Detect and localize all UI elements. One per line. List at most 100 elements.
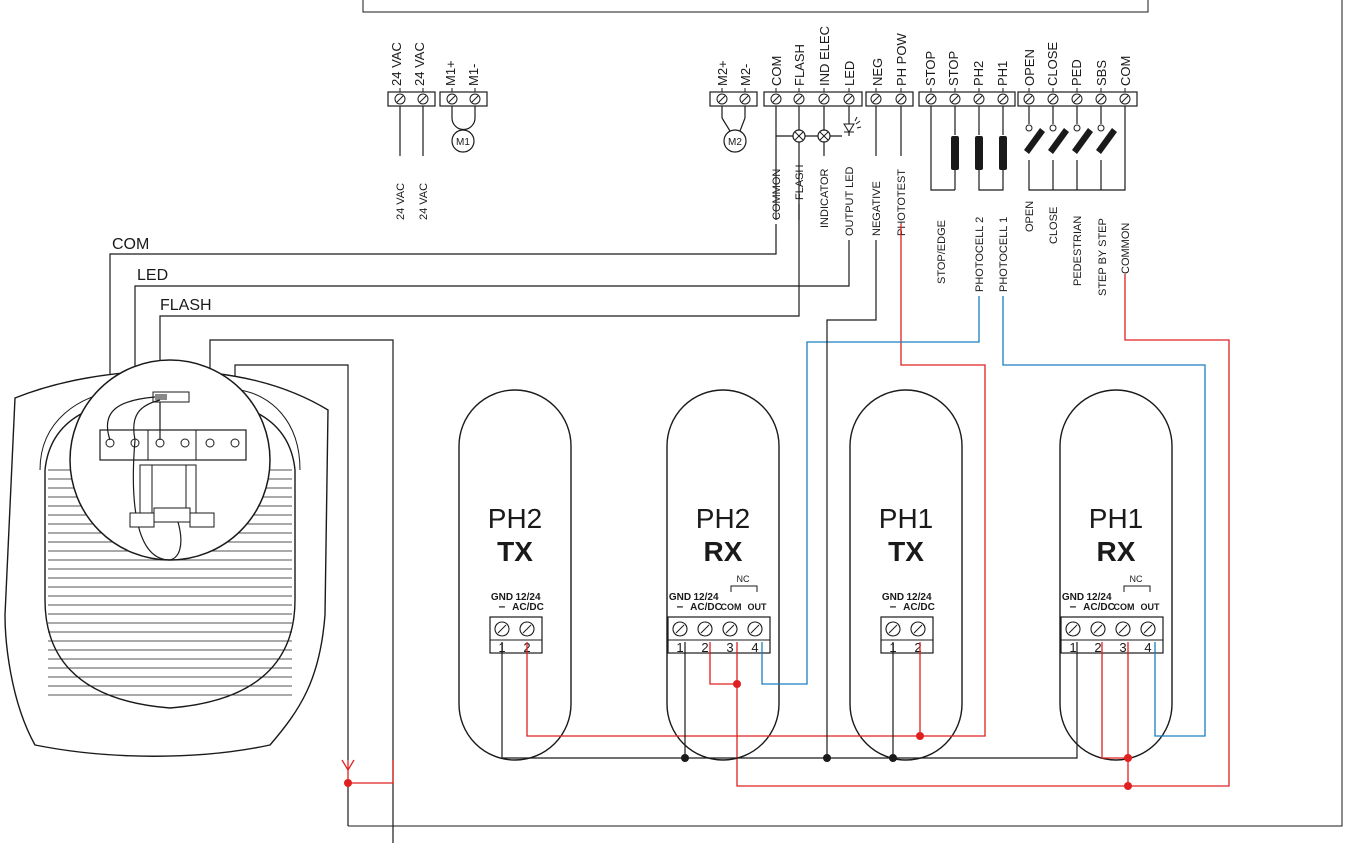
photocell-screw xyxy=(1090,621,1106,637)
screw-24vac-2 xyxy=(417,93,429,105)
open-switch xyxy=(1024,128,1045,154)
label-common: COMMON xyxy=(771,169,783,220)
photocell-screw xyxy=(910,621,926,637)
function-labels: 24 VAC 24 VAC COMMON FLASH INDICATOR OUT… xyxy=(395,164,1132,296)
photocell-voltage-label: 12/24 xyxy=(515,592,540,603)
motor-m1-label: M1 xyxy=(456,137,470,148)
terminal-label-m2-plus: M2+ xyxy=(715,60,730,86)
terminal-label-flash: FLASH xyxy=(792,44,807,86)
indicator-lamp-symbol xyxy=(817,129,831,143)
wire-label-flash: FLASH xyxy=(160,297,212,314)
control-board-edge xyxy=(362,0,1149,13)
wire-label-com: COM xyxy=(112,236,149,253)
indicator-lamps xyxy=(775,106,862,220)
photocell-com-label: COM xyxy=(1114,602,1135,612)
stop-edge-contact xyxy=(951,136,959,170)
photocell-body xyxy=(849,389,963,761)
screw-ph2 xyxy=(973,93,985,105)
photocell-screw xyxy=(1065,621,1081,637)
terminal-label-stop-2: STOP xyxy=(946,51,961,86)
safety-loops xyxy=(930,106,1007,191)
leads-24vac xyxy=(399,106,424,156)
photocell-gnd-label: GND xyxy=(1062,592,1084,603)
terminal-label-24vac-2: 24 VAC xyxy=(412,42,427,86)
motor-m1: M1 xyxy=(451,106,476,153)
photocell-body xyxy=(666,389,780,761)
terminal-label-sbs: SBS xyxy=(1094,60,1109,86)
screw-neg xyxy=(870,93,882,105)
photocell-acdc-label: AC/DC xyxy=(903,602,935,613)
photocell-role: TX xyxy=(497,536,533,567)
photocell-gnd-label: GND xyxy=(491,592,513,603)
photocell-role: RX xyxy=(1097,536,1136,567)
label-ticks xyxy=(399,88,1126,92)
photocell-voltage-label: 12/24 xyxy=(693,592,718,603)
terminal-label-stop-1: STOP xyxy=(923,51,938,86)
screw-24vac-1 xyxy=(394,93,406,105)
screw-m1-plus xyxy=(446,93,458,105)
terminal-label-ped: PED xyxy=(1069,59,1084,86)
terminal-label-ph-pow: PH POW xyxy=(894,33,909,86)
photocell-terminal-number: 1 xyxy=(1069,640,1076,655)
terminal-label-24vac-1: 24 VAC xyxy=(389,42,404,86)
screw-m2-minus xyxy=(739,93,751,105)
photocell-body xyxy=(1059,389,1173,761)
photocell-out-label: OUT xyxy=(1141,602,1161,612)
close-switch xyxy=(1048,128,1069,154)
screw-m1-minus xyxy=(469,93,481,105)
photocell-gnd-label: GND xyxy=(882,592,904,603)
label-pedestrian: PEDESTRIAN xyxy=(1072,216,1084,286)
photocell-acdc-label: AC/DC xyxy=(512,602,544,613)
photocell-terminal-number: 2 xyxy=(1094,640,1101,655)
photocell-screw xyxy=(519,621,535,637)
photocell-nc-label: NC xyxy=(1130,574,1143,584)
screw-com-2 xyxy=(1119,93,1131,105)
diagram-frame xyxy=(348,0,1343,827)
label-24vac-1: 24 VAC xyxy=(395,183,407,220)
photocell-acdc-label: AC/DC xyxy=(690,602,722,613)
photocell-acdc-label: AC/DC xyxy=(1083,602,1115,613)
label-close: CLOSE xyxy=(1048,207,1060,244)
terminal-label-ph1: PH1 xyxy=(995,61,1010,86)
label-common-2: COMMON xyxy=(1120,223,1132,274)
terminal-label-com-2: COM xyxy=(1118,56,1133,86)
photocell-name: PH1 xyxy=(1089,503,1143,534)
terminal-label-open: OPEN xyxy=(1022,49,1037,86)
photocell-body xyxy=(458,389,572,761)
screw-close xyxy=(1047,93,1059,105)
photocell-name: PH1 xyxy=(879,503,933,534)
leads-power xyxy=(875,106,902,156)
photocell-nc-label: NC xyxy=(737,574,750,584)
screw-ph1 xyxy=(997,93,1009,105)
photocell-screw xyxy=(1140,621,1156,637)
label-output-led: OUTPUT LED xyxy=(844,166,856,236)
wire-label-led: LED xyxy=(137,267,168,284)
photocell2-contact xyxy=(975,136,983,170)
label-photocell-2: PHOTOCELL 2 xyxy=(974,217,986,292)
terminal-label-m2-minus: M2- xyxy=(738,64,753,86)
screw-ped xyxy=(1071,93,1083,105)
step-by-step-switch xyxy=(1096,128,1117,154)
photocell-role: RX xyxy=(704,536,743,567)
terminal-label-close: CLOSE xyxy=(1045,42,1060,86)
photocell-gnd-label: GND xyxy=(669,592,691,603)
lamp-bulb-holder xyxy=(139,464,197,514)
terminal-label-m1-plus: M1+ xyxy=(443,60,458,86)
screw-ind-elec xyxy=(818,93,830,105)
terminal-label-neg: NEG xyxy=(870,58,885,86)
screw-stop-2 xyxy=(949,93,961,105)
terminal-block-lamp xyxy=(763,91,863,107)
motor-m2-label: M2 xyxy=(728,137,742,148)
photocell-minus-label: – xyxy=(677,599,684,613)
terminal-label-led: LED xyxy=(842,61,857,86)
terminal-screws xyxy=(394,93,1131,105)
photocell1-contact xyxy=(999,136,1007,170)
photocell-screw xyxy=(672,621,688,637)
label-indicator: INDICATOR xyxy=(819,168,831,228)
terminal-block-safety xyxy=(918,91,1016,107)
label-open: OPEN xyxy=(1024,201,1036,232)
photocell-terminal-number: 1 xyxy=(676,640,683,655)
